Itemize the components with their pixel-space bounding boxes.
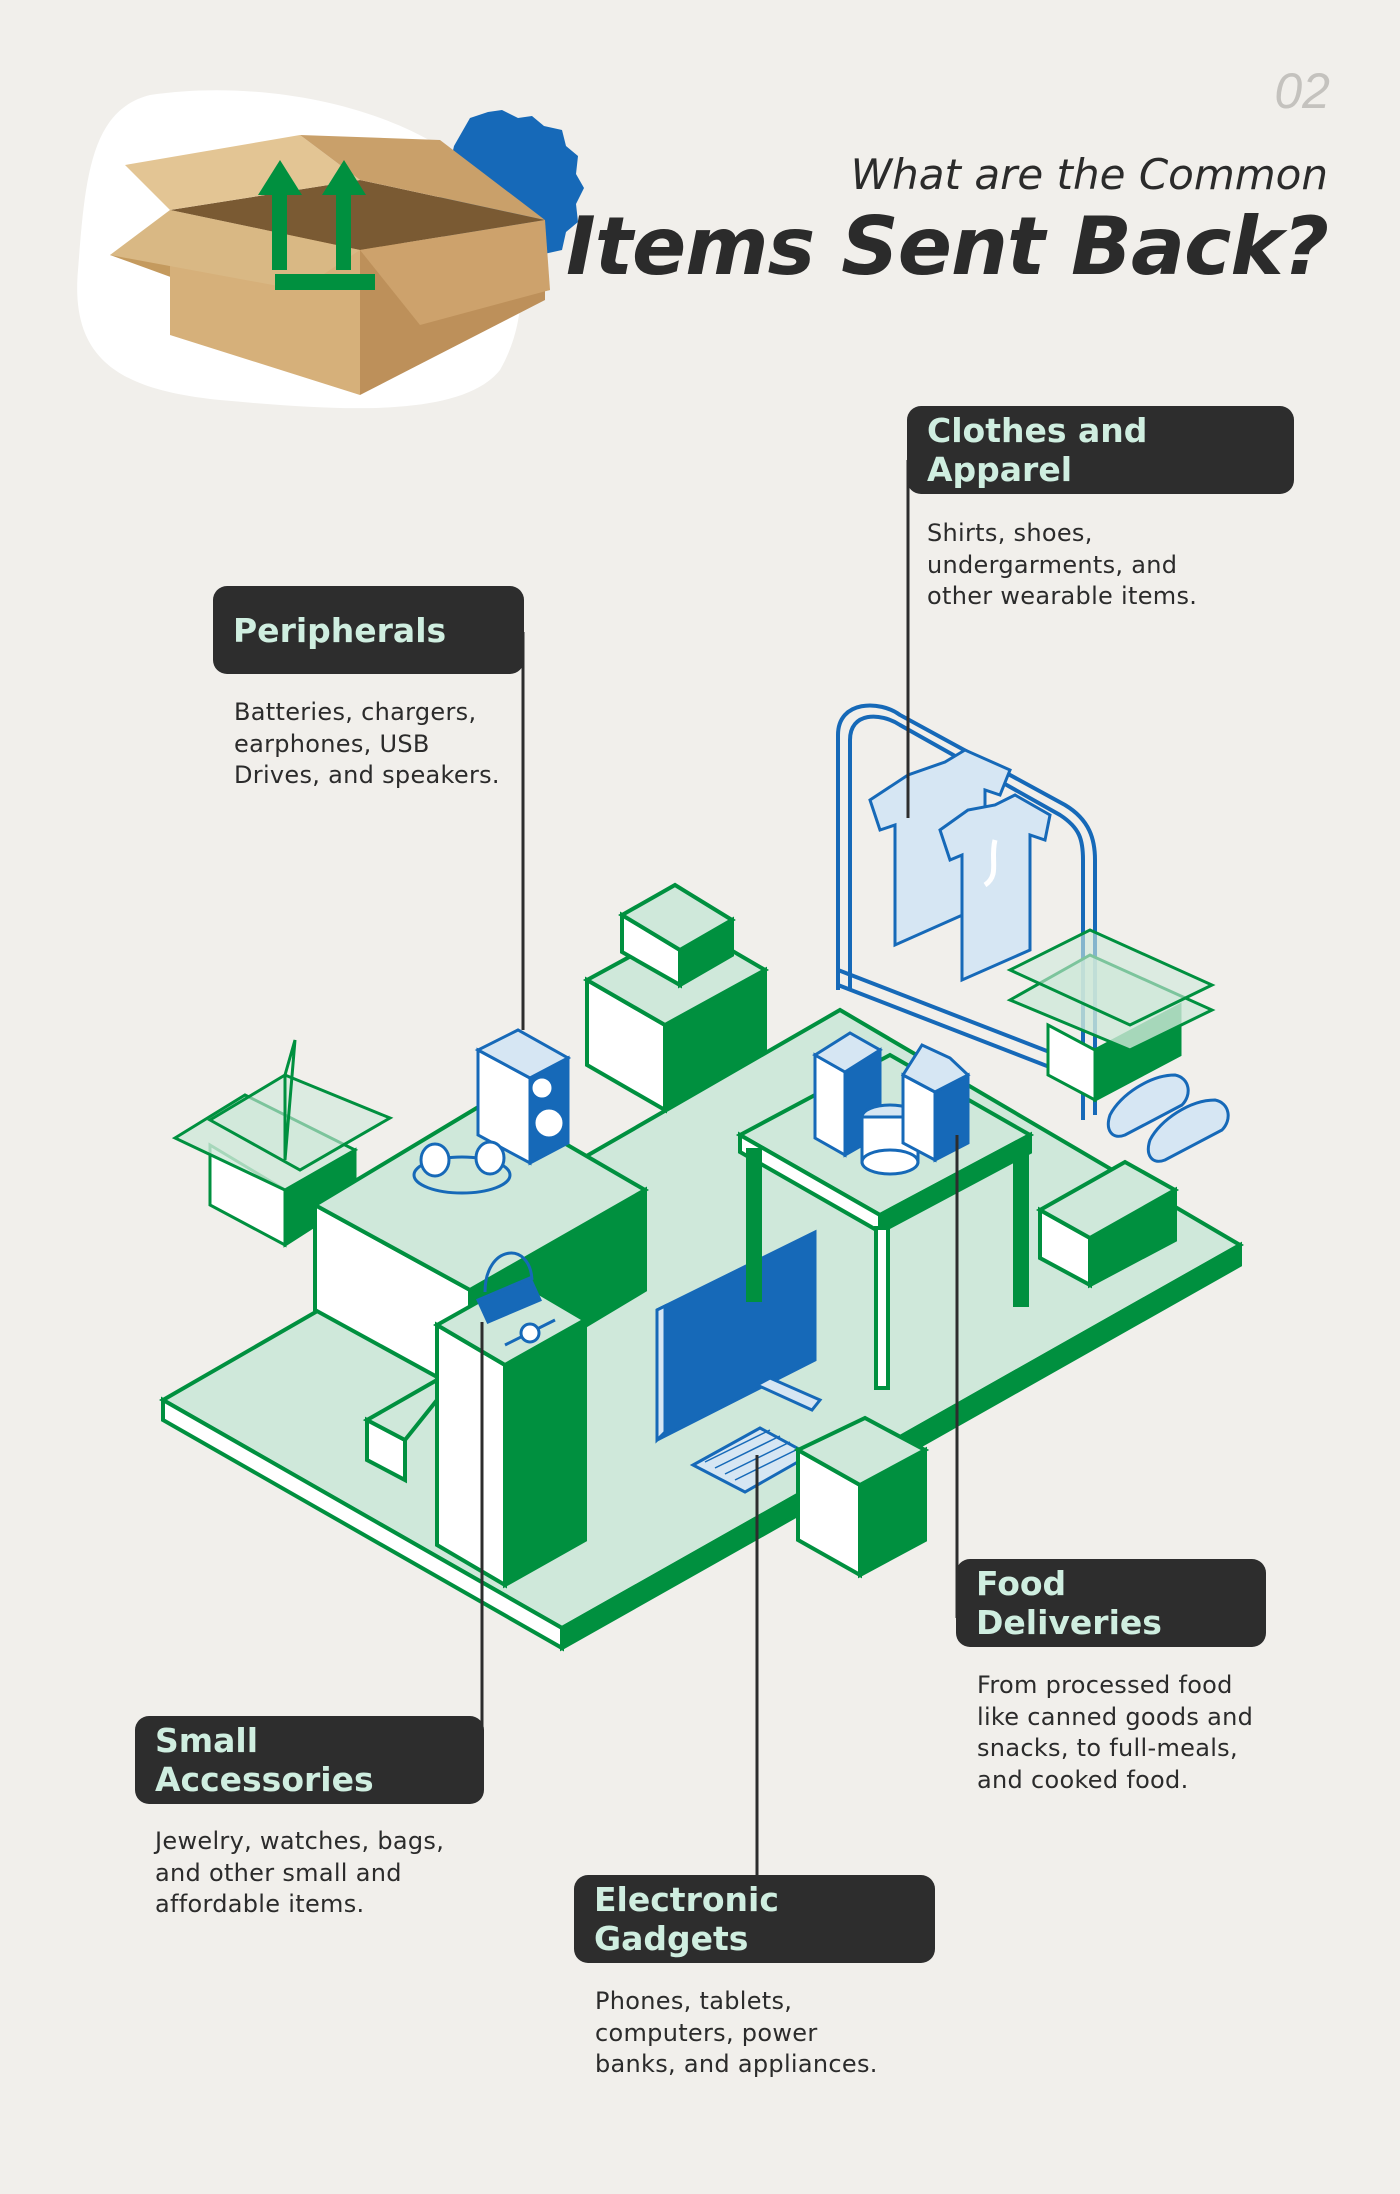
page-title: Items Sent Back? bbox=[565, 200, 1329, 293]
peripherals-description: Batteries, chargers, earphones, USB Driv… bbox=[234, 698, 500, 789]
peripherals-label: Peripherals bbox=[213, 586, 524, 674]
title-line-1: What are the Common bbox=[850, 150, 1328, 199]
page-number: 02 bbox=[1274, 63, 1330, 119]
clothes-label: Clothes and Apparel bbox=[907, 406, 1294, 494]
accessories-label: Small Accessories bbox=[135, 1716, 484, 1804]
return-box-icon bbox=[77, 90, 584, 409]
food-description: From processed food like canned goods an… bbox=[977, 1671, 1254, 1794]
upload-arrows-icon bbox=[258, 160, 375, 290]
food-label: Food Deliveries bbox=[956, 1559, 1266, 1647]
gadgets-label: Electronic Gadgets bbox=[574, 1875, 935, 1963]
clothes-description: Shirts, shoes, undergarments, and other … bbox=[927, 519, 1198, 610]
accessories-description: Jewelry, watches, bags, and other small … bbox=[155, 1827, 445, 1918]
gadgets-description: Phones, tablets, computers, power banks,… bbox=[595, 1987, 878, 2078]
